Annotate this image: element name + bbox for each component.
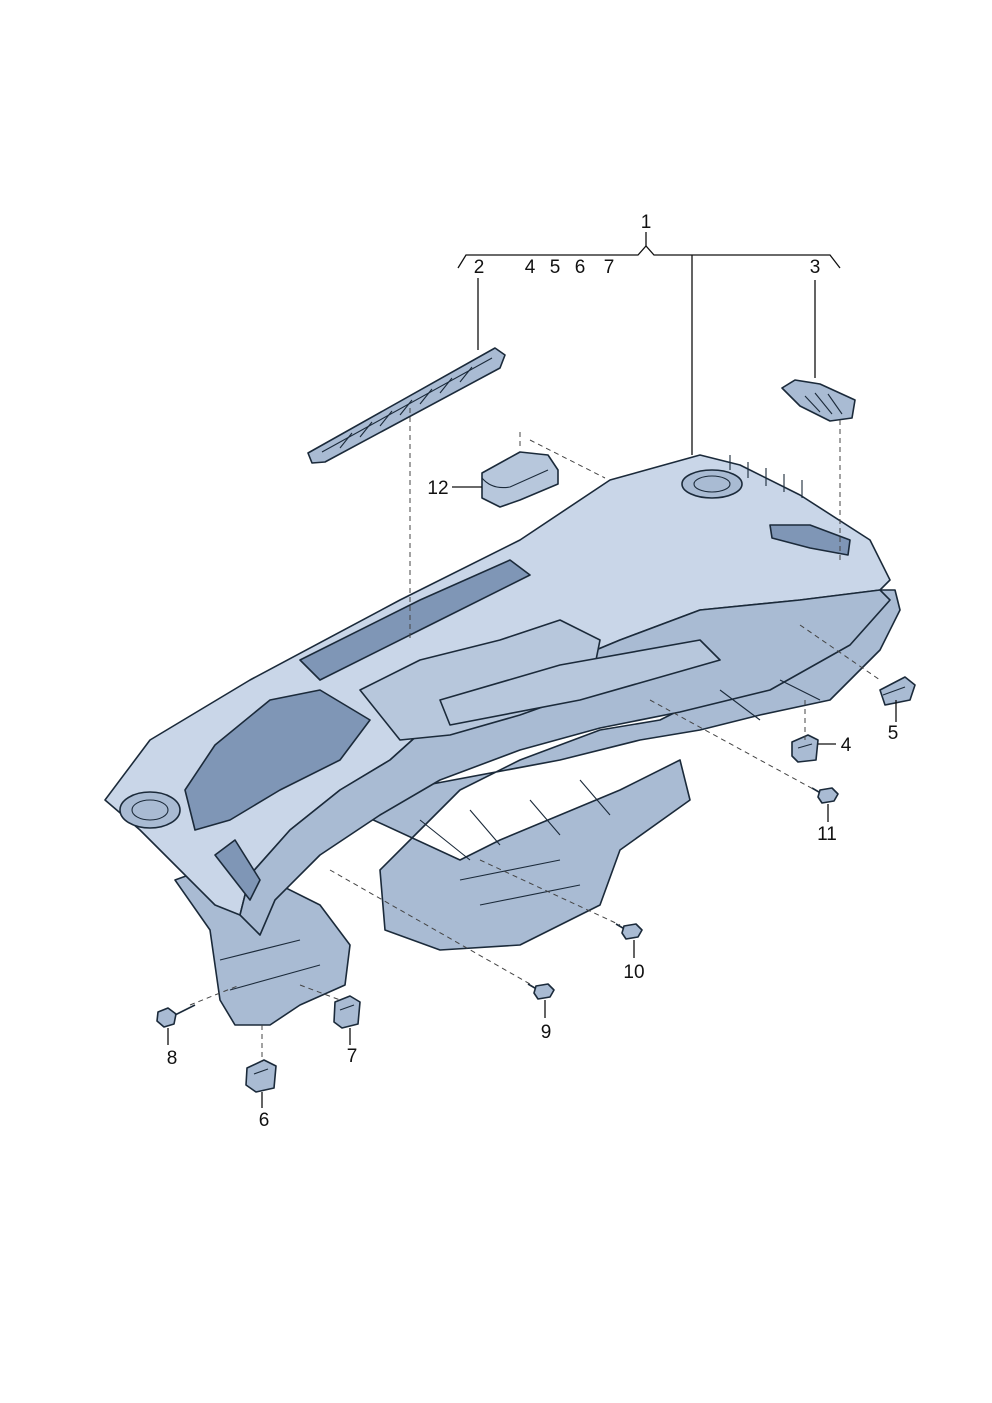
callout-4-top: 4 <box>525 257 536 278</box>
callout-5: 5 <box>888 723 899 744</box>
callout-11: 11 <box>817 824 837 845</box>
clip-7 <box>333 995 361 1029</box>
callout-6-top: 6 <box>575 257 586 278</box>
callout-12: 12 <box>427 478 448 499</box>
cover-cap <box>481 451 559 508</box>
callout-7: 7 <box>347 1046 358 1067</box>
assembly-lines <box>189 408 881 1062</box>
callout-10: 10 <box>623 962 644 983</box>
clip-4 <box>791 734 819 763</box>
callout-1: 1 <box>641 212 652 233</box>
dashboard-panel <box>104 454 901 1026</box>
clip-5 <box>879 676 916 706</box>
callout-4: 4 <box>841 735 852 756</box>
leader-lines <box>167 278 897 1108</box>
callout-8: 8 <box>167 1048 178 1069</box>
screw-9 <box>527 983 555 1000</box>
clip-6 <box>245 1059 277 1093</box>
screw-10 <box>615 923 643 940</box>
center-vent-grille <box>307 347 506 464</box>
callout-2: 2 <box>474 257 485 278</box>
callout-9: 9 <box>541 1022 552 1043</box>
callout-6: 6 <box>259 1110 270 1131</box>
callout-3: 3 <box>810 257 821 278</box>
assembly-bracket <box>457 232 841 455</box>
side-vent-grille <box>781 379 856 422</box>
bolt-8 <box>156 1004 196 1028</box>
callout-labels: 1 2 4 5 6 7 3 12 5 4 11 10 9 8 7 6 <box>167 212 899 1131</box>
callout-7-top: 7 <box>604 257 615 278</box>
screw-11 <box>811 787 839 804</box>
callout-5-top: 5 <box>550 257 561 278</box>
